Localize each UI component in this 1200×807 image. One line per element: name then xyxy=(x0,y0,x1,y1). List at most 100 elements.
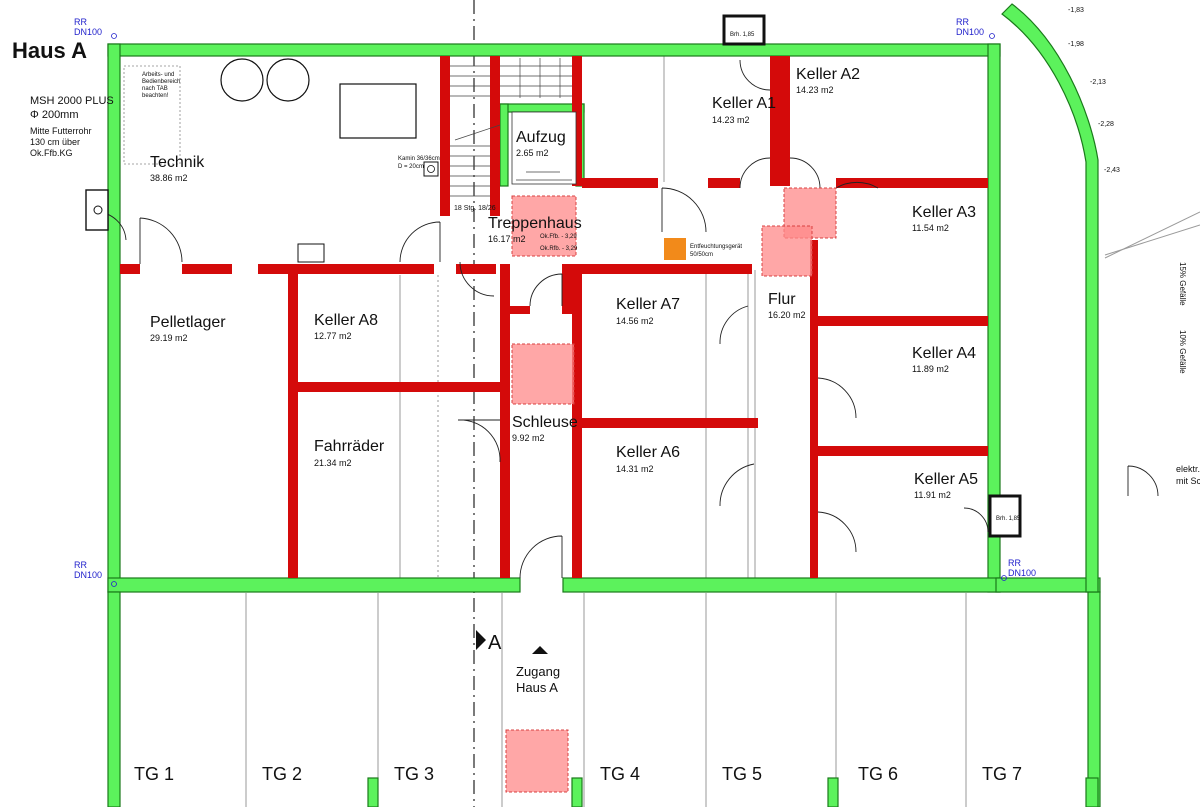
svg-text:Brh. 1,85: Brh. 1,85 xyxy=(996,516,1021,522)
room-name-keller-a8: Keller A8 xyxy=(314,312,378,329)
room-name-keller-a7: Keller A7 xyxy=(616,296,680,313)
svg-text:RR: RR xyxy=(74,560,87,570)
room-name-keller-a4: Keller A4 xyxy=(912,345,976,362)
parking-label-tg3: TG 3 xyxy=(394,764,434,784)
room-name-keller-a6: Keller A6 xyxy=(616,444,680,461)
svg-text:Zugang: Zugang xyxy=(516,664,560,679)
svg-text:nach TAB: nach TAB xyxy=(142,86,168,92)
pipe-entry-box xyxy=(85,189,109,231)
room-name-fahrraeder: Fahrräder xyxy=(314,438,385,455)
room-area-keller-a7: 14.56 m2 xyxy=(616,316,654,326)
svg-text:-1,98: -1,98 xyxy=(1068,41,1084,48)
room-area-keller-a3: 11.54 m2 xyxy=(912,223,949,233)
svg-text:DN100: DN100 xyxy=(956,27,984,37)
outer-walls xyxy=(107,3,1101,807)
room-name-schleuse: Schleuse xyxy=(512,414,578,431)
rain-pipe-icon xyxy=(1001,575,1007,581)
tank-icon-2 xyxy=(266,58,310,102)
svg-text:15% Gefälle: 15% Gefälle xyxy=(1178,262,1187,306)
parking-label-tg6: TG 6 xyxy=(858,764,898,784)
chimney-icon xyxy=(423,161,439,177)
light-shaft-top xyxy=(722,14,766,46)
svg-text:A: A xyxy=(488,632,502,654)
svg-text:-2,43: -2,43 xyxy=(1104,167,1120,174)
svg-text:Ok.Ffb. - 3,29: Ok.Ffb. - 3,29 xyxy=(540,234,577,240)
svg-text:Φ 200mm: Φ 200mm xyxy=(30,109,79,121)
parking-label-tg4: TG 4 xyxy=(600,764,640,784)
room-area-technik: 38.86 m2 xyxy=(150,173,188,183)
room-area-aufzug: 2.65 m2 xyxy=(516,148,549,158)
room-area-flur: 16.20 m2 xyxy=(768,310,806,320)
svg-text:Bedienbereich: Bedienbereich xyxy=(142,79,180,85)
room-area-pelletlager: 29.19 m2 xyxy=(150,333,188,343)
room-area-schleuse: 9.92 m2 xyxy=(512,433,545,443)
boiler-unit xyxy=(339,83,417,139)
room-name-keller-a2: Keller A2 xyxy=(796,66,860,83)
staircase xyxy=(450,58,572,197)
tank-icon-1 xyxy=(220,58,264,102)
svg-text:Mitte Futterrohr: Mitte Futterrohr xyxy=(30,126,92,136)
entry-arrow-icon xyxy=(532,646,548,654)
room-area-treppenhaus: 16.17 m2 xyxy=(488,234,526,244)
svg-text:Haus A: Haus A xyxy=(516,680,558,695)
parking-label-tg7: TG 7 xyxy=(982,764,1022,784)
room-name-keller-a1: Keller A1 xyxy=(712,95,776,112)
svg-text:RR: RR xyxy=(956,17,969,27)
room-area-keller-a1: 14.23 m2 xyxy=(712,115,750,125)
svg-text:-1,83: -1,83 xyxy=(1068,7,1084,14)
room-name-keller-a3: Keller A3 xyxy=(912,204,976,221)
svg-text:50/50cm: 50/50cm xyxy=(690,252,713,258)
rain-pipe-icon xyxy=(111,581,117,587)
dehumidifier-icon xyxy=(664,238,686,260)
svg-text:18 Stg. 18/26: 18 Stg. 18/26 xyxy=(454,205,496,212)
svg-text:Brh. 1,85: Brh. 1,85 xyxy=(730,32,755,38)
svg-text:RR: RR xyxy=(1008,558,1021,568)
svg-text:Ok.Rfb. - 3,29: Ok.Rfb. - 3,29 xyxy=(540,246,578,252)
svg-text:130 cm über: 130 cm über xyxy=(30,137,80,147)
room-name-keller-a5: Keller A5 xyxy=(914,471,978,488)
parking-label-tg2: TG 2 xyxy=(262,764,302,784)
room-name-pelletlager: Pelletlager xyxy=(150,314,226,331)
svg-text:DN100: DN100 xyxy=(74,27,102,37)
svg-text:RR: RR xyxy=(74,17,87,27)
svg-text:D = 20cm: D = 20cm xyxy=(398,164,424,170)
room-area-keller-a8: 12.77 m2 xyxy=(314,331,352,341)
room-area-keller-a5: 11.91 m2 xyxy=(914,490,951,500)
svg-text:-2,28: -2,28 xyxy=(1098,121,1114,128)
parking-label-tg5: TG 5 xyxy=(722,764,762,784)
svg-text:elektr.: elektr. xyxy=(1176,464,1200,474)
room-area-keller-a6: 14.31 m2 xyxy=(616,464,654,474)
annotations: MSH 2000 PLUS Φ 200mm Mitte Futterrohr 1… xyxy=(30,7,1200,695)
window-marker xyxy=(297,243,325,263)
room-area-keller-a2: 14.23 m2 xyxy=(796,85,834,95)
svg-text:mit Sch: mit Sch xyxy=(1176,476,1200,486)
svg-text:DN100: DN100 xyxy=(1008,568,1036,578)
room-name-treppenhaus: Treppenhaus xyxy=(488,215,582,232)
light-shaft-right xyxy=(988,494,1022,538)
parking-labels: TG 1 TG 2 TG 3 TG 4 TG 5 TG 6 TG 7 xyxy=(134,764,1022,784)
room-name-aufzug: Aufzug xyxy=(516,129,566,146)
svg-text:MSH 2000 PLUS: MSH 2000 PLUS xyxy=(30,95,114,107)
rain-pipe-icon xyxy=(111,33,117,39)
inner-walls xyxy=(120,56,988,578)
svg-text:-2,13: -2,13 xyxy=(1090,79,1106,86)
section-arrow-icon xyxy=(476,630,486,650)
room-area-fahrraeder: 21.34 m2 xyxy=(314,458,352,468)
doors xyxy=(95,59,1159,579)
svg-text:10% Gefälle: 10% Gefälle xyxy=(1178,330,1187,374)
svg-text:Ok.Ffb.KG: Ok.Ffb.KG xyxy=(30,148,73,158)
svg-text:Entfeuchtungsgerät: Entfeuchtungsgerät xyxy=(690,244,742,250)
room-name-technik: Technik xyxy=(150,154,205,171)
svg-text:beachten!: beachten! xyxy=(142,93,169,99)
svg-text:DN100: DN100 xyxy=(74,570,102,580)
svg-text:Kamin 36/36cm: Kamin 36/36cm xyxy=(398,156,440,162)
parking-label-tg1: TG 1 xyxy=(134,764,174,784)
marker-boxes xyxy=(505,187,837,793)
room-name-flur: Flur xyxy=(768,291,796,308)
rain-pipe-icon xyxy=(989,33,995,39)
elevator-door-icon xyxy=(516,171,572,181)
page-title: Haus A xyxy=(12,38,87,63)
service-area xyxy=(123,65,181,165)
svg-text:Arbeits- und: Arbeits- und xyxy=(142,72,174,78)
